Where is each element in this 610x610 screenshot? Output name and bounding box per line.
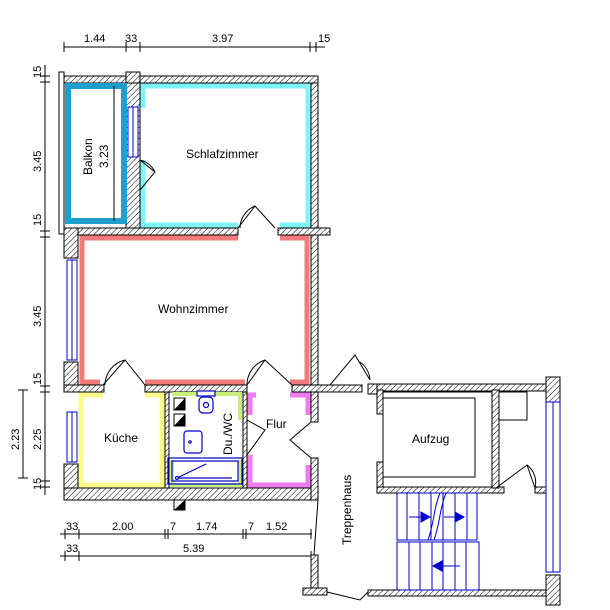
dim-left-6: 2.25 (32, 429, 44, 450)
bathtub-icon (167, 457, 243, 485)
room-label-aufzug: Aufzug (412, 432, 449, 446)
dim-bottom-5: 7 (248, 521, 254, 533)
walls (63, 71, 561, 606)
room-label-schlafzimmer: Schlafzimmer (186, 147, 259, 161)
room-label-wohnzimmer: Wohnzimmer (158, 302, 228, 316)
dim-bottom-3: 7 (170, 521, 176, 533)
toilet-tank-icon (196, 390, 216, 397)
elevator: Aufzug (382, 391, 528, 488)
doors (102, 159, 537, 601)
room-label-treppenhaus: Treppenhaus (340, 475, 354, 545)
dim-left-3: 15 (32, 214, 44, 226)
sink-icon (183, 430, 203, 454)
dim-bottom-6: 1.52 (266, 521, 287, 533)
dimension-top: 1.44 33 3.97 15 (63, 33, 330, 52)
dim-top-4: 15 (318, 33, 330, 45)
dim-left-7: 15 (32, 478, 44, 490)
room-label-kueche: Küche (104, 431, 138, 445)
room-flur: Flur (247, 392, 311, 488)
dim-bottom-row2-2: 5.39 (183, 543, 204, 555)
arrow-right-icon (454, 511, 466, 523)
arrow-left-icon (431, 560, 443, 572)
windows (58, 71, 561, 573)
dim-left-5: 15 (32, 373, 44, 385)
dim-left-2: 3.45 (32, 151, 44, 172)
dim-bottom-4: 1.74 (196, 521, 217, 533)
dim-left-4: 3.45 (32, 306, 44, 327)
room-label-flur: Flur (266, 417, 287, 431)
dim-top-1: 1.44 (84, 33, 105, 45)
dim-left-1: 15 (32, 66, 44, 78)
room-wohnzimmer: Wohnzimmer (79, 235, 310, 385)
room-balkon: Balkon 3.23 (65, 83, 127, 224)
dim-bottom-row2-1: 33 (66, 543, 78, 555)
chimney-flues (173, 397, 186, 511)
room-area-balkon: 3.23 (97, 144, 111, 168)
room-label-bad: Du./WC (221, 413, 235, 455)
staircase (396, 492, 480, 591)
dim-bottom-2: 2.00 (112, 521, 133, 533)
room-label-balkon: Balkon (81, 138, 95, 175)
dim-left-inner: 2.23 (10, 429, 22, 450)
bathroom-fixtures (167, 390, 243, 485)
dim-bottom-1: 33 (66, 521, 78, 533)
dim-top-3: 3.97 (212, 33, 233, 45)
dim-top-2: 33 (125, 33, 137, 45)
arrow-right-icon (420, 511, 432, 523)
dimension-bottom: 33 2.00 7 1.74 7 1.52 33 5.39 (60, 521, 312, 561)
room-kueche: Küche (78, 392, 165, 488)
room-schlafzimmer: Schlafzimmer (140, 83, 311, 228)
dimension-left: 15 3.45 15 3.45 15 2.25 15 2.23 (10, 65, 50, 495)
